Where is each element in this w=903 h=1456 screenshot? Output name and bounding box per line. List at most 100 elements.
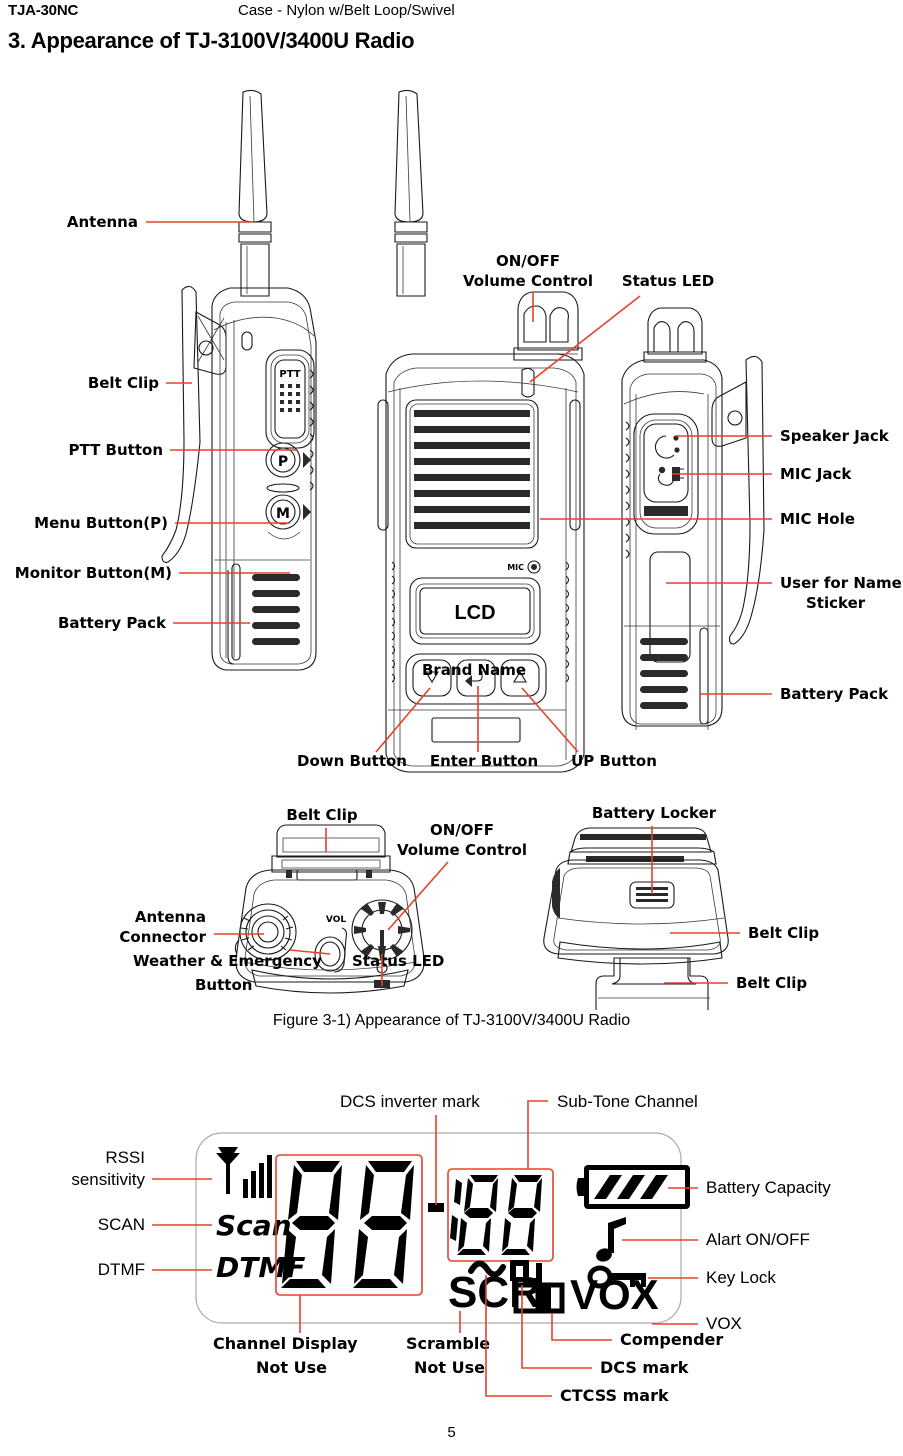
alert-music-note-icon — [596, 1217, 626, 1262]
belt-clip-right — [711, 355, 765, 645]
antenna-left — [238, 89, 272, 297]
p-button-letter: P — [278, 454, 288, 470]
label-onoff-top: ON/OFF — [430, 821, 494, 839]
radio-top-view: VOL — [234, 824, 425, 994]
label-key-lock: Key Lock — [706, 1268, 776, 1287]
monitor-button-m-left[interactable]: M — [265, 494, 311, 530]
key-lock-icon — [587, 1265, 646, 1289]
ptt-button-left[interactable]: PTT — [265, 349, 315, 449]
label-speaker-jack: Speaker Jack — [780, 427, 890, 445]
speaker-slot-left — [266, 483, 300, 493]
label-volume-control: Volume Control — [463, 272, 593, 290]
label-status-led: Status LED — [622, 272, 714, 290]
label-belt-clip: Belt Clip — [88, 374, 159, 392]
label-rssi-1: RSSI — [105, 1148, 145, 1167]
up-button-front[interactable] — [500, 659, 540, 697]
right-view-label-group: Speaker Jack MIC Jack MIC Hole User for … — [540, 427, 902, 703]
lcd-label-group: RSSI sensitivity SCAN DTMF DCS inverter … — [71, 1092, 831, 1405]
down-button-front[interactable] — [412, 659, 452, 697]
radio-bottom-view — [543, 827, 729, 1010]
antenna-connector-top — [234, 903, 297, 961]
battery-vents-right — [640, 638, 688, 709]
enter-button-front[interactable] — [456, 659, 496, 697]
speaker-jack-icon — [654, 435, 680, 459]
label-ptt-button: PTT Button — [69, 441, 163, 459]
label-battery-pack-right: Battery Pack — [780, 685, 889, 703]
ptt-texture — [280, 384, 300, 412]
button-guard-left — [267, 531, 301, 540]
label-rssi-2: sensitivity — [71, 1170, 145, 1189]
label-scramble-1: Scramble — [406, 1334, 490, 1353]
label-vox: VOX — [706, 1314, 742, 1333]
vol-marking: VOL — [326, 915, 346, 925]
lcd-scan-text: Scan — [216, 1209, 292, 1242]
speaker-grille-front — [405, 399, 539, 549]
volume-knob-front[interactable] — [513, 291, 583, 361]
label-dcs-mark: DCS mark — [600, 1358, 689, 1377]
lcd-main-digits — [281, 1161, 414, 1288]
label-dcs-inverter-mark: DCS inverter mark — [340, 1092, 480, 1111]
volume-knob-right — [643, 307, 707, 363]
label-mic-jack: MIC Jack — [780, 465, 852, 483]
antenna-front — [394, 89, 428, 297]
label-weather-emergency-2: Button — [195, 976, 252, 994]
page-number: 5 — [447, 1424, 456, 1441]
label-channel-display-1: Channel Display — [213, 1334, 358, 1353]
header-center-text: Case - Nylon w/Belt Loop/Swivel — [238, 2, 455, 19]
label-ctcss-mark: CTCSS mark — [560, 1386, 669, 1405]
label-sub-tone-channel: Sub-Tone Channel — [557, 1092, 698, 1111]
lcd-label: LCD — [454, 602, 495, 624]
top-view-label-group: Belt Clip ON/OFF Volume Control Antenna … — [119, 806, 527, 994]
battery-vents-left — [252, 574, 300, 645]
belt-clip-top-view — [271, 824, 391, 881]
figure-caption: Figure 3-1) Appearance of TJ-3100V/3400U… — [272, 1012, 631, 1029]
radio-left-side-view: PTT P — [161, 89, 317, 671]
label-antenna-connector-2: Connector — [119, 928, 206, 946]
grip-texture-front — [391, 561, 570, 683]
weather-emergency-button[interactable] — [314, 936, 346, 972]
label-antenna-connector-1: Antenna — [135, 908, 206, 926]
label-enter-button: Enter Button — [430, 752, 538, 770]
radio-right-side-view — [621, 307, 765, 730]
dcs-inverter-mark-glyph — [428, 1203, 444, 1212]
volume-control-knob-top[interactable] — [351, 899, 413, 961]
label-battery-pack-left: Battery Pack — [58, 614, 167, 632]
label-compender: Compender — [620, 1330, 723, 1349]
mic-jack-icon — [657, 466, 684, 486]
lcd-display-diagram: Scan DTMF — [0, 1075, 903, 1405]
radio-body-front — [377, 353, 585, 773]
dcs-square-icon — [510, 1260, 542, 1284]
lcd-screen-front: LCD — [409, 577, 541, 645]
label-battery-capacity: Battery Capacity — [706, 1178, 831, 1197]
label-status-led-top: Status LED — [352, 952, 444, 970]
label-down-button: Down Button — [297, 752, 407, 770]
jack-cover-right — [633, 413, 699, 535]
label-up-button: UP Button — [571, 752, 657, 770]
bottom-view-side-grip — [552, 868, 560, 918]
belt-clip-left — [161, 285, 227, 563]
label-belt-clip-b1: Belt Clip — [748, 924, 819, 942]
battery-capacity-icon — [576, 1165, 690, 1209]
grip-texture-left — [309, 369, 314, 491]
channel-display-highlight — [275, 1154, 423, 1296]
grip-texture-right — [625, 421, 630, 559]
label-battery-locker: Battery Locker — [592, 804, 717, 822]
name-sticker-area — [649, 551, 691, 663]
ptt-face-label: PTT — [279, 369, 300, 380]
label-menu-button: Menu Button(P) — [34, 514, 168, 532]
label-onoff: ON/OFF — [496, 252, 560, 270]
mic-hole-front: MIC — [507, 560, 541, 574]
label-belt-clip-b2: Belt Clip — [736, 974, 807, 992]
brand-name-plate — [431, 717, 521, 743]
battery-rail-left — [231, 563, 241, 661]
label-alert-onoff: Alart ON/OFF — [706, 1230, 810, 1249]
label-scramble-2: Not Use — [414, 1358, 485, 1377]
ctcss-sine-icon — [468, 1260, 506, 1278]
left-view-label-group: Antenna Belt Clip PTT Button Menu Button… — [15, 213, 296, 632]
menu-button-p-left[interactable]: P — [265, 442, 311, 478]
bottom-view-label-group: Battery Locker Belt Clip Belt Clip — [592, 804, 820, 992]
radio-front-view: MIC LCD — [377, 89, 585, 773]
label-channel-display-2: Not Use — [256, 1358, 327, 1377]
label-antenna: Antenna — [67, 213, 138, 231]
